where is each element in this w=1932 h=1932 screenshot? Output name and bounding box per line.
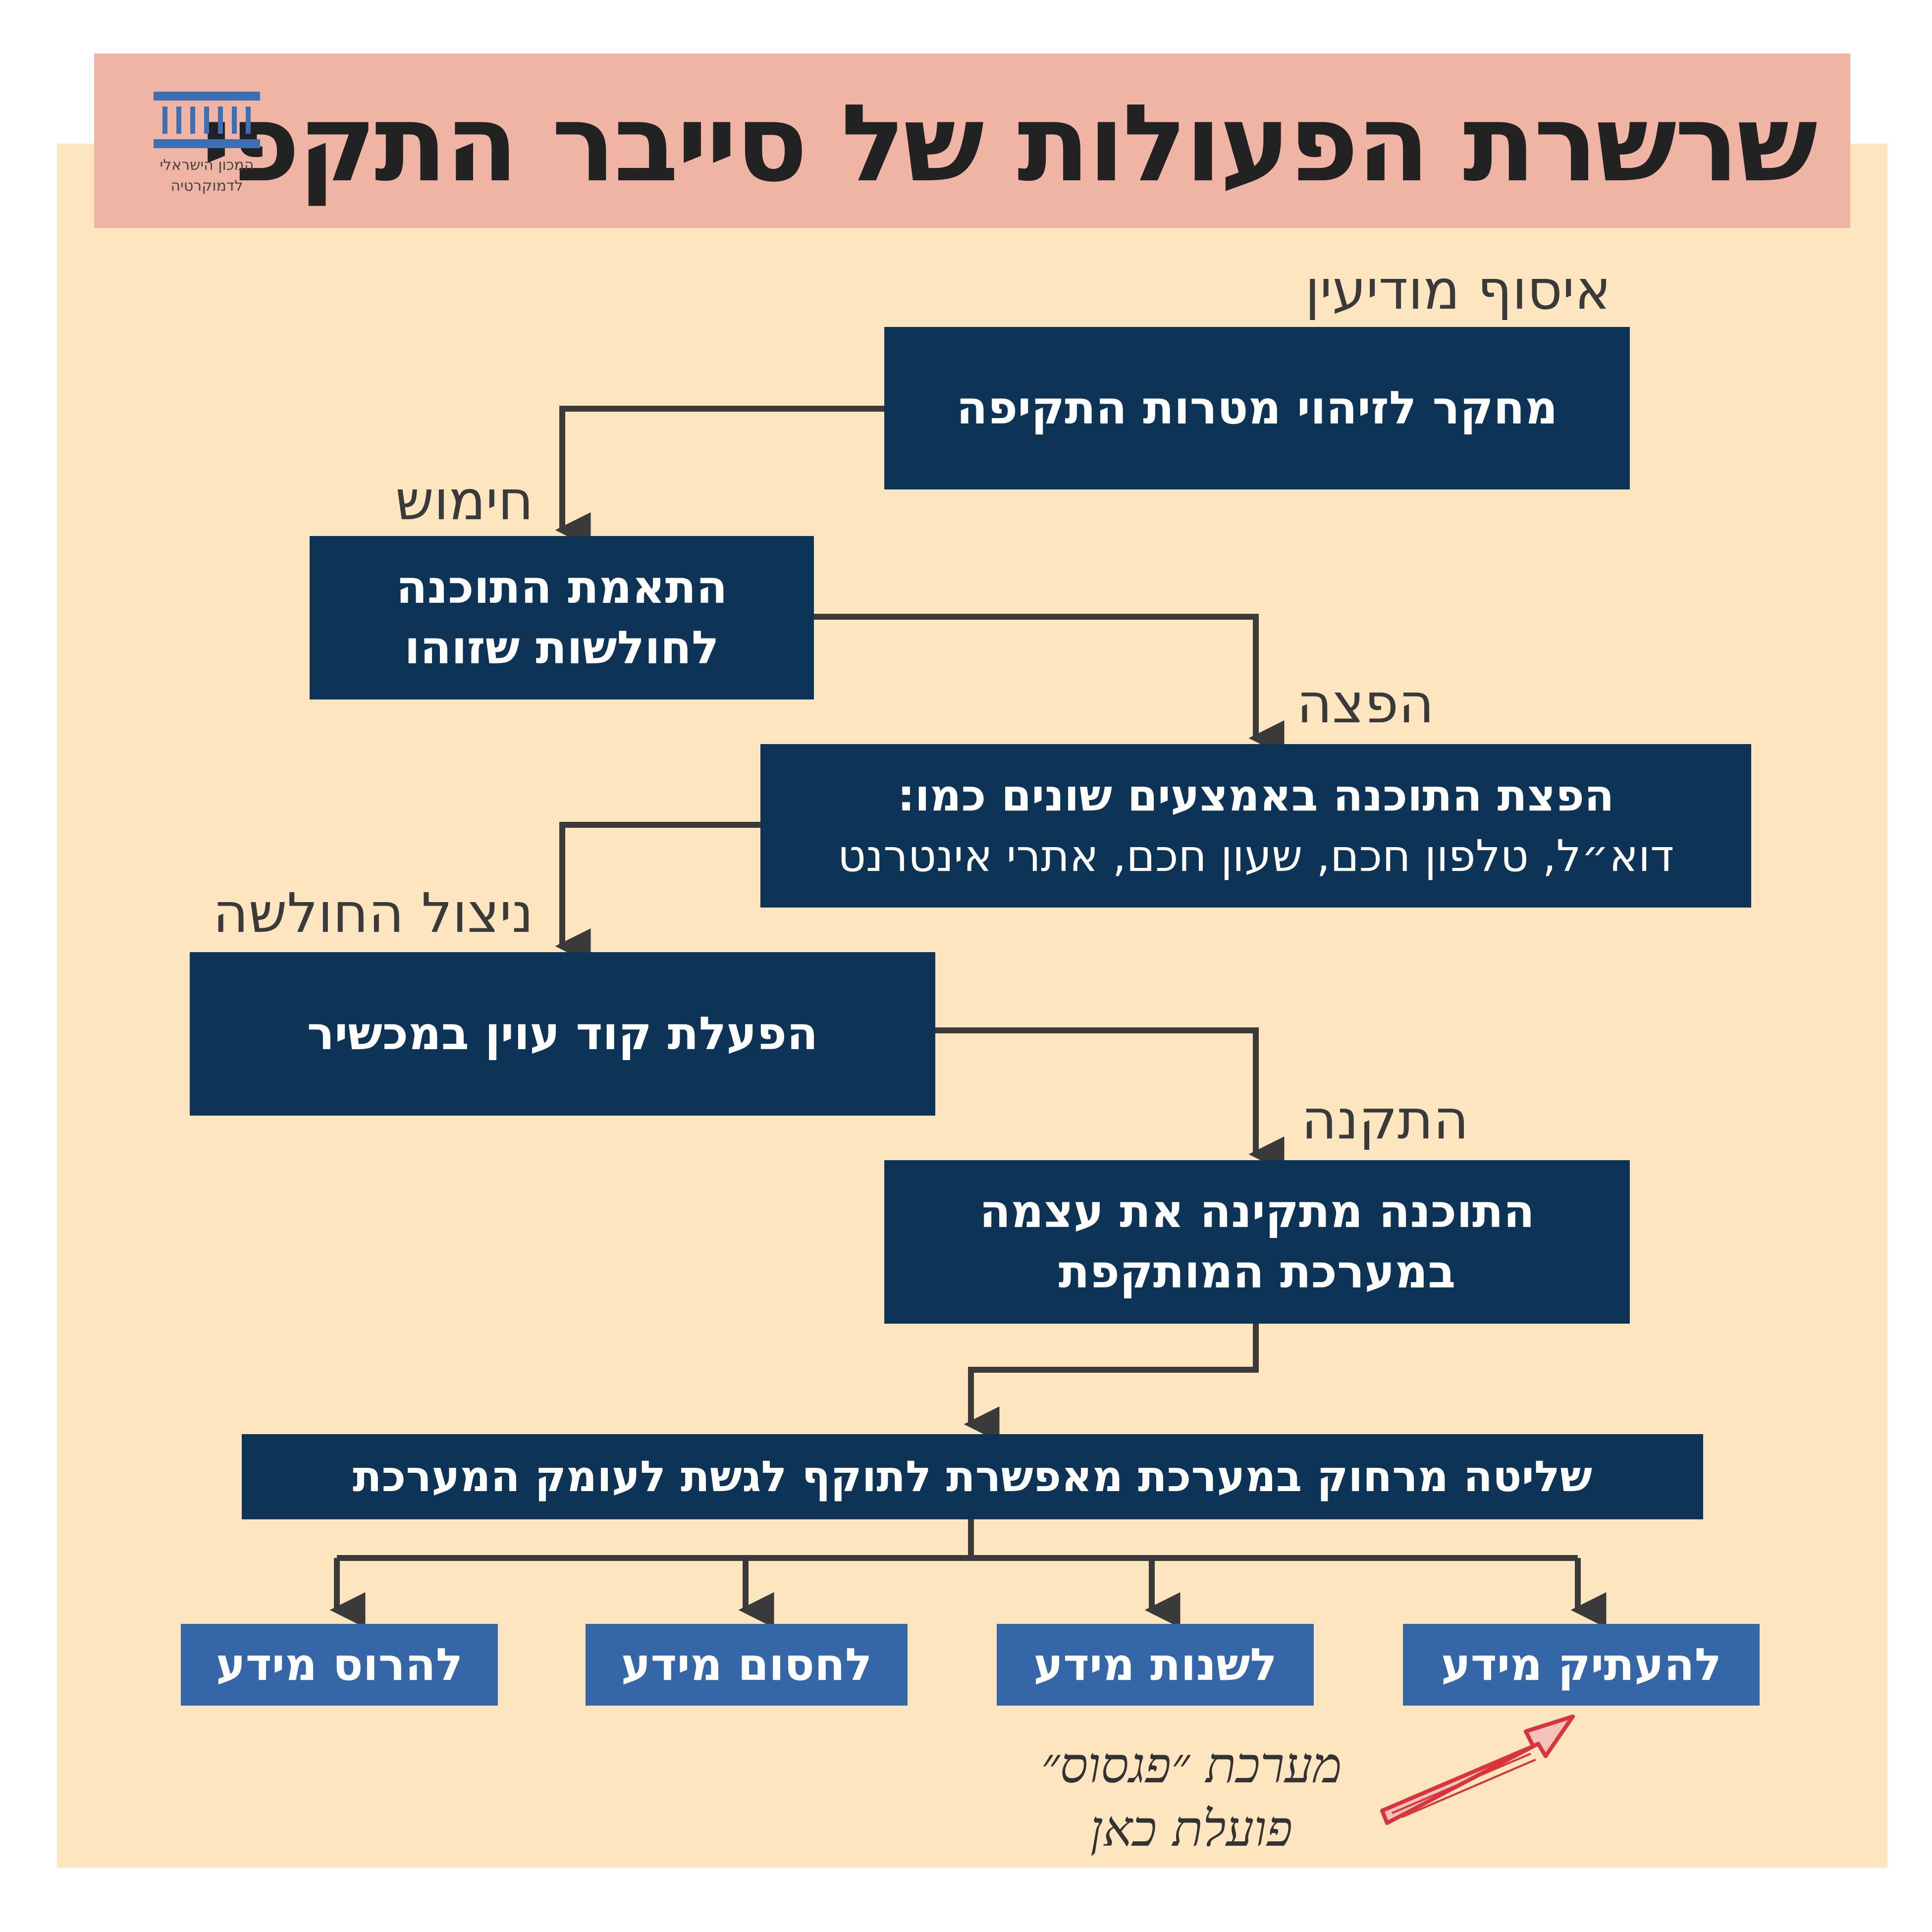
page-title: שרשרת הפעולות של סייבר התקפי	[200, 81, 1818, 206]
step-box-execution: הפעלת קוד עוין במכשיר	[190, 952, 935, 1116]
institute-logo: המכון הישראלי לדמוקרטיה	[149, 92, 265, 201]
step-3-line-1: הפצת התוכנה באמצעים שונים כמו:	[897, 770, 1614, 821]
logo-caption: המכון הישראלי לדמוקרטיה	[149, 155, 265, 197]
annotation-line-1: מערכת ״פגסוס״	[1041, 1736, 1342, 1794]
step-3-line-2: דוא״ל, טלפון חכם, שעון חכם, אתרי אינטרנט	[837, 830, 1674, 881]
outcome-destroy-info: להרוס מידע	[181, 1624, 498, 1706]
stage-label-installation: התקנה	[1301, 1088, 1469, 1151]
stage-label-intelligence: איסוף מודיעין	[1305, 258, 1611, 322]
step-1-line-1: מחקר לזיהוי מטרות התקיפה	[956, 381, 1558, 434]
stage-label-delivery: הפצה	[1296, 672, 1434, 735]
remote-control-text: שליטה מרחוק במערכת מאפשרת לתוקף לגשת לעו…	[352, 1452, 1593, 1502]
connector-control-split	[337, 1516, 1578, 1561]
stage-label-exploitation: ניצול החולשה	[213, 881, 534, 945]
step-box-installation: התוכנה מתקינה את עצמה במערכת המותקפת	[884, 1160, 1630, 1324]
connector-1-2	[555, 406, 884, 548]
connector-3-4	[555, 822, 760, 964]
remote-control-box: שליטה מרחוק במערכת מאפשרת לתוקף לגשת לעו…	[242, 1434, 1703, 1519]
step-2-line-2: לחולשות שזוהו	[404, 621, 719, 674]
step-box-research: מחקר לזיהוי מטרות התקיפה	[884, 327, 1630, 489]
pillars-icon	[154, 92, 260, 148]
step-box-adaptation: התאמת התוכנה לחולשות שזוהו	[310, 536, 814, 699]
step-2-line-1: התאמת התוכנה	[396, 561, 728, 614]
outcome-copy-info: להעתיק מידע	[1403, 1624, 1760, 1706]
connector-4-5	[934, 1027, 1285, 1172]
title-bar	[94, 54, 1850, 228]
logo-caption-line-2: לדמוקרטיה	[170, 177, 243, 195]
step-5-line-1: התוכנה מתקינה את עצמה	[979, 1185, 1535, 1238]
logo-caption-line-1: המכון הישראלי	[160, 157, 254, 174]
outcome-change-info: לשנות מידע	[997, 1624, 1314, 1706]
step-box-distribution: הפצת התוכנה באמצעים שונים כמו: דוא״ל, טל…	[760, 744, 1751, 908]
annotation-line-2: פועלת כאן	[1090, 1800, 1293, 1858]
connector-5-control	[964, 1323, 1259, 1442]
pegasus-annotation: מערכת ״פגסוס״ פועלת כאן	[1008, 1734, 1375, 1861]
step-5-line-2: במערכת המותקפת	[1058, 1245, 1456, 1298]
pointer-arrow	[1380, 1715, 1575, 1825]
outcome-block-info: לחסום מידע	[586, 1624, 908, 1706]
connector-2-3	[812, 614, 1285, 756]
step-4-line-1: הפעלת קוד עוין במכשיר	[307, 1007, 818, 1060]
stage-label-weaponization: חימוש	[395, 469, 534, 532]
